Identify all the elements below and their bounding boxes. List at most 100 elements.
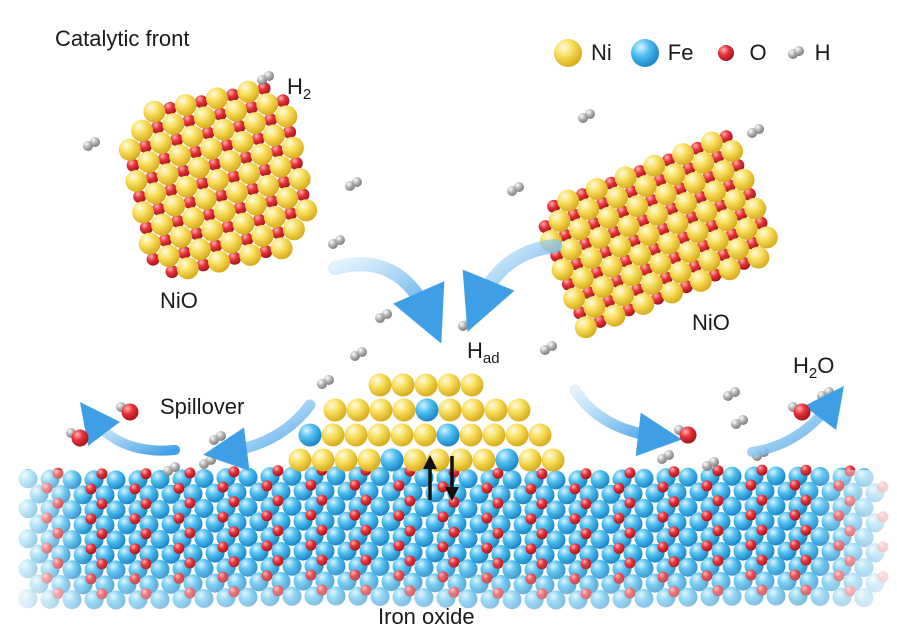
fe-atom [370, 497, 390, 516]
ni-atom [712, 160, 735, 183]
ni-atom [588, 227, 611, 249]
o-atom [627, 234, 641, 248]
o-atom [587, 217, 601, 231]
ni-atom [692, 151, 715, 174]
o-atom [536, 528, 548, 540]
ni-atom [188, 156, 210, 179]
fe-atom [414, 498, 434, 518]
o-atom [133, 190, 147, 204]
ni-atom [695, 200, 718, 223]
ni-atom [551, 258, 574, 281]
o-atom [481, 512, 493, 524]
legend-item-fe: Fe [630, 38, 694, 68]
o-atom [580, 468, 592, 480]
ni-atom [276, 187, 299, 209]
fe-atom [546, 500, 566, 520]
h-atom [738, 415, 748, 425]
ni-atom [661, 281, 683, 304]
o-atom [492, 527, 504, 539]
o-atom [228, 251, 242, 265]
fe-atom [194, 499, 214, 518]
o-atom [404, 525, 416, 537]
ni-atom [200, 137, 223, 160]
o-atom [536, 468, 548, 480]
ni-atom [256, 93, 279, 116]
o-atom [173, 542, 185, 554]
o-atom [152, 202, 166, 216]
o-atom [580, 498, 592, 510]
o-atom [261, 480, 273, 492]
h-atom [465, 317, 475, 327]
ni-atom [482, 423, 506, 447]
o-atom [569, 543, 581, 555]
o-atom [272, 465, 284, 477]
o-atom [140, 468, 152, 480]
o-atom [209, 239, 223, 253]
o-atom [725, 228, 739, 242]
label-spillover: Spillover [160, 394, 245, 419]
o-atom [145, 171, 159, 185]
diagram-title: Catalytic front [55, 26, 190, 51]
ni-atom [755, 226, 778, 249]
ni-atom [157, 244, 180, 267]
o-atom [349, 509, 361, 521]
ni-atom [597, 206, 620, 229]
fe-atom [436, 423, 460, 447]
o-atom [221, 220, 235, 234]
o-atom [659, 271, 673, 285]
o-atom [157, 152, 171, 166]
o-atom [651, 291, 665, 305]
o-atom [448, 496, 460, 508]
label-h-ad: Had [467, 338, 500, 367]
o-atom [645, 193, 659, 207]
fe-atom [370, 467, 390, 486]
o-atom [393, 480, 405, 492]
o-atom [173, 482, 185, 494]
o-atom [610, 274, 624, 288]
o-atom [261, 510, 273, 522]
o-atom [573, 306, 587, 320]
o-atom [561, 277, 575, 291]
o-atom [570, 257, 584, 271]
o-atom [668, 496, 680, 508]
ni-atom [194, 188, 217, 210]
o-atom [624, 497, 636, 509]
ni-atom [518, 448, 542, 472]
o-atom [283, 125, 297, 139]
ni-atom [591, 275, 614, 298]
fe-atom [458, 529, 478, 549]
o-atom [165, 265, 179, 279]
o-atom [745, 509, 757, 521]
h-atom [357, 347, 367, 357]
o-atom [624, 527, 636, 539]
o-atom [158, 233, 172, 247]
o-atom [272, 525, 284, 537]
legend-label-fe: Fe [667, 40, 694, 65]
o-atom [202, 208, 216, 222]
o-atom [305, 479, 317, 491]
fe-atom [766, 526, 786, 546]
surface-fade-right [807, 470, 897, 641]
ni-atom [125, 170, 148, 192]
fe-atom [722, 496, 742, 516]
ni-atom [580, 247, 603, 270]
o-atom [576, 188, 589, 202]
ni-atom [162, 113, 185, 136]
surface-fade-bottom [0, 560, 897, 641]
o-atom [719, 130, 733, 144]
ni-atom [626, 195, 649, 218]
fe-atom [590, 500, 610, 519]
ni-atom [666, 212, 689, 235]
ni-atom [654, 183, 677, 206]
fe-atom [722, 526, 742, 546]
ni-atom [207, 169, 229, 191]
o-atom [602, 294, 616, 308]
arrow-left-nio-to-island [328, 257, 445, 344]
h-atom [730, 387, 740, 397]
ni-atom [311, 448, 335, 472]
h-atom [709, 457, 719, 467]
o-atom [170, 133, 184, 147]
o-atom [657, 481, 669, 493]
o-atom [679, 280, 693, 294]
